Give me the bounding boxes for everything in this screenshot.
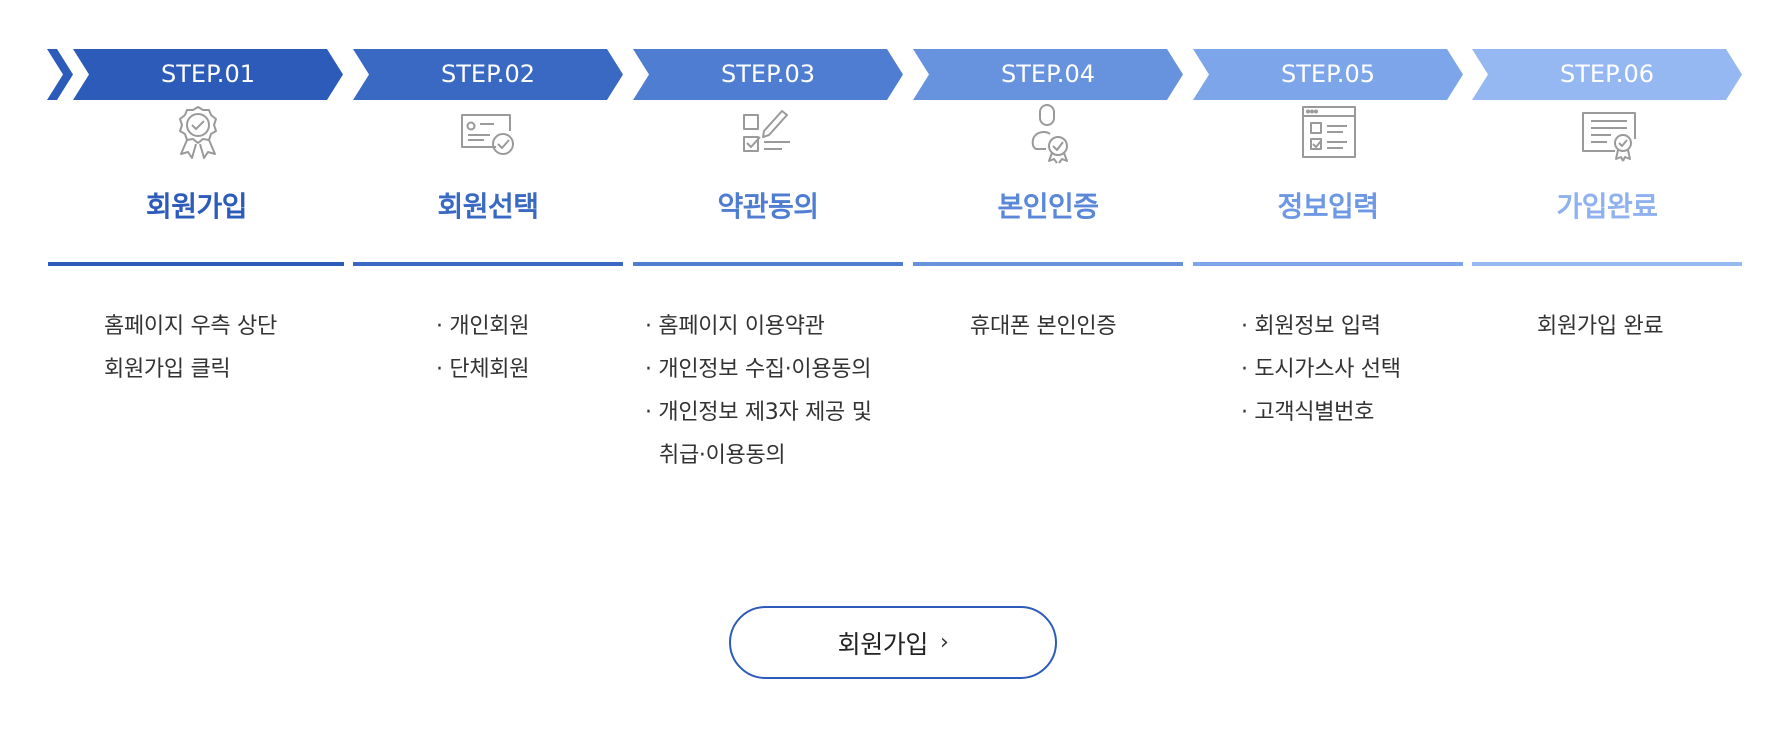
step-1-desc-line: 홈페이지 우측 상단: [104, 314, 277, 339]
step-1-desc-line: 회원가입 클릭: [104, 357, 231, 382]
checklist-pen-icon: [743, 110, 790, 152]
step-2-title: 회원선택: [437, 190, 539, 223]
step-6-description: 회원가입 완료: [1537, 305, 1664, 348]
step-2-label: STEP.02: [441, 60, 535, 88]
step-3-banner: STEP.03: [633, 49, 903, 100]
step-6-banner: STEP.06: [1472, 49, 1742, 100]
step-5-desc-item: 회원정보 입력: [1241, 305, 1401, 348]
step-3-desc-item-cont: 취급·이용동의: [659, 443, 786, 468]
step-4-label: STEP.04: [1001, 60, 1095, 88]
step-5: STEP.05: [1193, 49, 1463, 100]
step-5-banner: STEP.05: [1193, 49, 1463, 100]
step-4-divider: [913, 262, 1183, 266]
signup-button-label: 회원가입: [837, 629, 929, 659]
step-5-divider: [1193, 262, 1463, 266]
step-4: STEP.04: [913, 49, 1183, 100]
step-5-description: 회원정보 입력 도시가스사 선택 고객식별번호: [1241, 305, 1401, 434]
step-3-description: 홈페이지 이용약관 개인정보 수집·이용동의 개인정보 제3자 제공 및 취급·…: [645, 305, 872, 477]
step-2-banner: STEP.02: [353, 49, 623, 100]
step-4-title: 본인인증: [997, 190, 1099, 223]
step-6-label: STEP.06: [1560, 60, 1654, 88]
step-2-divider: [353, 262, 623, 266]
step-4-banner: STEP.04: [913, 49, 1183, 100]
step-1-label: STEP.01: [161, 60, 255, 88]
step-3-desc-item: 개인정보 제3자 제공 및: [645, 391, 872, 434]
step-6: STEP.06: [1472, 49, 1742, 100]
lead-chevron-icon: [47, 49, 73, 100]
step-3-label: STEP.03: [721, 60, 815, 88]
step-6-divider: [1472, 262, 1742, 266]
step-5-desc-item: 고객식별번호: [1241, 391, 1401, 434]
step-1-banner: STEP.01: [73, 49, 343, 100]
step-2-desc-item: 단체회원: [436, 348, 529, 391]
step-3-desc-item: 개인정보 수집·이용동의: [645, 348, 872, 391]
award-badge-icon: [179, 106, 217, 159]
id-card-check-icon: [461, 114, 514, 155]
step-1-description: 홈페이지 우측 상단 회원가입 클릭: [104, 305, 277, 391]
chevron-right-icon: ›: [940, 630, 949, 655]
step-5-desc-item: 도시가스사 선택: [1241, 348, 1401, 391]
step-5-title: 정보입력: [1277, 190, 1379, 223]
step-4-desc-line: 휴대폰 본인인증: [970, 314, 1117, 339]
form-window-icon: [1302, 106, 1356, 158]
step-3-divider: [633, 262, 903, 266]
user-verify-icon: [1031, 104, 1068, 164]
step-1-divider: [48, 262, 344, 266]
step-2-description: 개인회원 단체회원: [436, 305, 529, 391]
step-4-description: 휴대폰 본인인증: [970, 305, 1117, 348]
step-6-desc-line: 회원가입 완료: [1537, 314, 1664, 339]
step-6-title: 가입완료: [1556, 190, 1658, 223]
step-5-label: STEP.05: [1281, 60, 1375, 88]
signup-button[interactable]: 회원가입 ›: [729, 606, 1057, 679]
step-2: STEP.02: [353, 49, 623, 100]
step-2-desc-item: 개인회원: [436, 305, 529, 348]
step-3-title: 약관동의: [717, 190, 819, 223]
step-3: STEP.03: [633, 49, 903, 100]
step-1: STEP.01: [73, 49, 343, 100]
step-3-desc-item: 홈페이지 이용약관: [645, 305, 872, 348]
certificate-check-icon: [1582, 112, 1636, 162]
step-1-title: 회원가입: [145, 190, 248, 223]
